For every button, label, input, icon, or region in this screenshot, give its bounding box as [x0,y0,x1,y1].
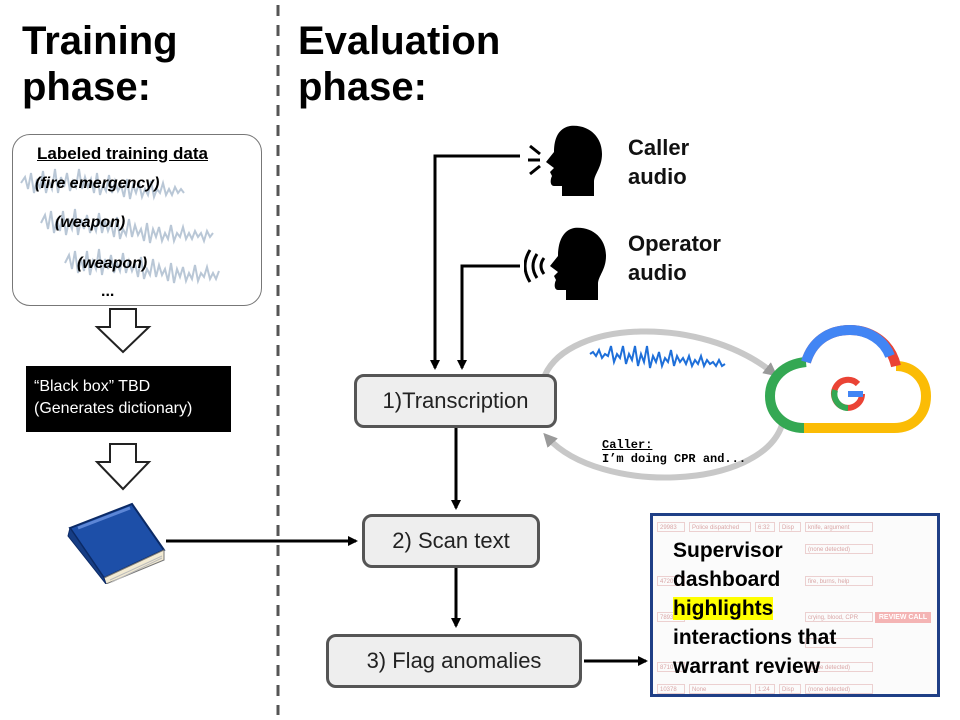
dashboard-cell: (none detected) [805,662,873,672]
operator-audio-arrow [457,264,520,370]
dashboard-cell [805,638,873,648]
dashboard-caption-line: warrant review [673,655,821,678]
dashboard-cell: (none detected) [805,684,873,694]
review-call-button[interactable]: REVIEW CALL [875,612,931,623]
speaker-head-icon [528,125,602,196]
evaluation-heading-line: Evaluation [298,19,501,63]
scan-text-step-label: 2) Scan text [392,528,510,553]
speaker-head-icon [524,227,606,300]
dashboard-cell: 1:24 [755,684,775,694]
training-heading-line: phase: [22,65,151,109]
transcription-step-label: 1)Transcription [382,388,529,413]
operator-audio-label-line: audio [628,260,687,285]
black-box: “Black box” TBD (Generates dictionary) [26,366,231,432]
caller-audio-arrow [430,154,520,370]
waveform [40,208,214,245]
dashboard-cell: 10378 [657,684,685,694]
dashboard-cell: Police dispatched [689,522,751,532]
black-box-line: (Generates dictionary) [34,400,193,417]
transcript-speaker: Caller: [602,438,653,452]
dashboard-cell: Disp [779,684,801,694]
training-ellipsis: ... [101,283,115,300]
dashboard-row: 29983 Police dispatched 6:32 Disp knife,… [657,522,937,534]
dashboard-caption-highlight: highlights [673,597,774,620]
transcription-step: 1)Transcription [354,374,557,428]
training-heading: Training phase: [22,18,178,110]
dashboard-cell: 8710 [657,662,685,672]
operator-audio-label: Operator audio [628,229,721,287]
down-arrow-icon [94,308,152,354]
upload-arc-arrow [542,328,778,377]
supervisor-dashboard: 29983 Police dispatched 6:32 Disp knife,… [650,513,940,697]
training-label: (weapon) [55,214,126,231]
training-data-title: Labeled training data [37,144,208,163]
caller-audio-label-line: audio [628,164,687,189]
dashboard-cell: 4720 [657,576,685,586]
training-data-box: Labeled training data (fire emergency) (… [12,134,262,306]
waveforms [20,168,220,285]
scan-text-step: 2) Scan text [362,514,540,568]
dashboard-row [657,638,937,650]
training-heading-line: Training [22,19,178,63]
flag-anomalies-step-label: 3) Flag anomalies [366,648,542,673]
dashboard-row: 4720 fire, burns, help [657,576,937,588]
dashboard-cell: 6:32 [755,522,775,532]
dashboard-caption: Supervisor dashboard highlights interact… [673,536,836,681]
dashboard-cell: (none detected) [805,544,873,554]
book-icon [67,502,166,584]
transcript-text: I’m doing CPR and... [602,452,747,466]
dashboard-cell: knife, argument [805,522,873,532]
training-label: (fire emergency) [35,175,160,192]
dashboard-caption-line: dashboard [673,568,781,591]
operator-audio-label-line: Operator [628,231,721,256]
dashboard-cell: crying, blood, CPR [805,612,873,622]
return-arc-arrow [543,423,785,481]
google-cloud-icon [764,324,932,433]
training-label: (weapon) [77,255,148,272]
down-arrow-icon [94,443,152,491]
dashboard-caption-line: interactions that [673,626,837,649]
dashboard-row: (none detected) [657,544,937,556]
transcript-snippet: Caller: I’m doing CPR and... [602,438,746,466]
dashboard-cell: fire, burns, help [805,576,873,586]
audio-waveform [589,345,726,370]
evaluation-heading: Evaluation phase: [298,18,500,110]
black-box-line: “Black box” TBD [34,378,151,395]
caller-audio-label: Caller audio [628,133,689,191]
dashboard-cell: Disp [779,522,801,532]
waveform [64,248,220,285]
flag-anomalies-step: 3) Flag anomalies [326,634,582,688]
waveform [20,168,185,201]
dashboard-cell: None [689,684,751,694]
evaluation-heading-line: phase: [298,65,427,109]
dashboard-row: 10378 None 1:24 Disp (none detected) [657,684,937,694]
caller-audio-label-line: Caller [628,135,690,160]
dashboard-caption-line: Supervisor [673,539,783,562]
dashboard-cell: 29983 [657,522,685,532]
dashboard-row: 8710 (none detected) [657,662,937,674]
